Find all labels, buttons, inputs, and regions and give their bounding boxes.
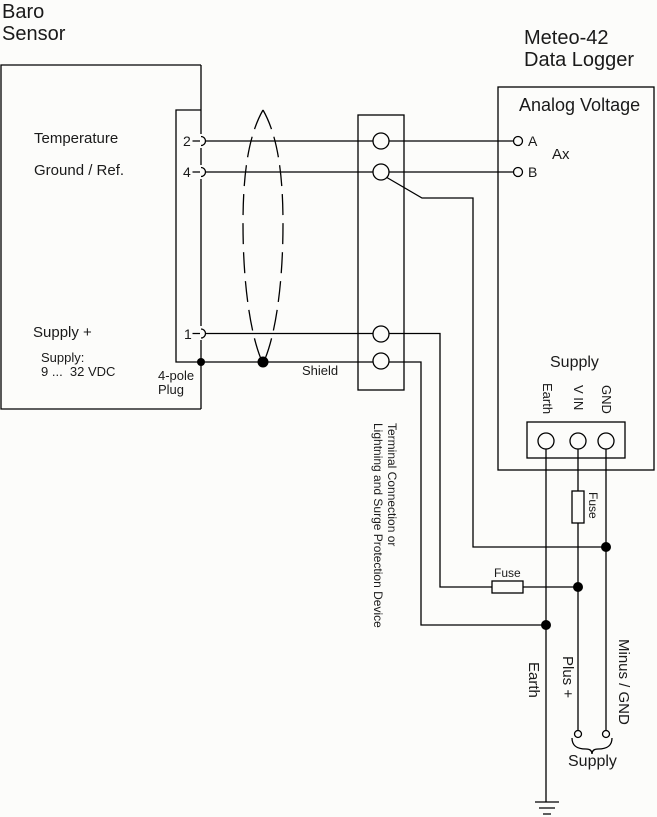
channel-ax-label: Ax — [552, 146, 570, 163]
terminal-b-circle — [512, 166, 524, 178]
supply-gnd-terminal-label: GND — [599, 385, 614, 414]
ground-ref-label: Ground / Ref. — [34, 162, 125, 179]
fuse-vertical-label: Fuse — [586, 492, 600, 519]
protection-box — [357, 114, 405, 391]
wires — [201, 140, 607, 802]
supply-vin-terminal-label: V IN — [571, 385, 586, 411]
plug-label: 4-pole Plug — [158, 368, 195, 397]
logger-box — [497, 86, 655, 471]
fuse-vertical-icon — [571, 490, 585, 524]
terminal-b-label: B — [528, 164, 538, 180]
terminal-circles — [372, 132, 615, 739]
wire-shield-to-earth — [201, 361, 546, 626]
supply-bottom-label: Supply — [568, 753, 617, 770]
temperature-label: Temperature — [34, 130, 119, 147]
pin-4-label: 4 — [183, 164, 191, 180]
wire-ground-to-gnd — [385, 176, 606, 548]
shield-label: Shield — [302, 363, 339, 378]
earth-bottom-label: Earth — [525, 662, 542, 698]
junction-dots — [197, 356, 611, 630]
supply-plus-end-circle — [573, 729, 583, 739]
minus-gnd-bottom-label: Minus / GND — [615, 639, 632, 725]
pin-connector-icons — [192, 135, 207, 339]
supply-earth-circle — [537, 432, 555, 450]
logger-title: Meteo-42 Data Logger — [524, 27, 635, 71]
cable-shield-ellipse — [242, 109, 284, 360]
supply-gnd-circle — [597, 432, 615, 450]
sensor-title: Baro Sensor — [2, 1, 66, 45]
shield-junction-dot — [257, 356, 269, 368]
terminal-a-label: A — [528, 133, 538, 149]
plug-box — [175, 109, 201, 363]
fuse-horizontal-label: Fuse — [494, 566, 521, 580]
fuse-horizontal-icon — [491, 580, 524, 594]
supply-earth-terminal-label: Earth — [540, 383, 555, 415]
plus-bottom-label: Plus + — [559, 656, 576, 699]
analog-voltage-label: Analog Voltage — [519, 95, 641, 115]
supply-brace — [571, 737, 613, 755]
sensor-box — [0, 64, 202, 410]
fuse-icons — [491, 490, 585, 594]
earth-ground-icon — [535, 801, 559, 815]
supply-range-note: Supply: 9 ... 32 VDC — [41, 350, 116, 379]
supply-minus-end-circle — [601, 729, 611, 739]
pin-1-label: 1 — [184, 326, 192, 342]
terminal-a-circle — [512, 135, 524, 147]
logger-supply-terminal-box — [526, 421, 626, 459]
supply-plus-label: Supply + — [33, 324, 92, 341]
supply-vin-circle — [569, 432, 587, 450]
pin-2-label: 2 — [183, 133, 191, 149]
protection-label: Terminal Connection or Lightning and Sur… — [371, 423, 400, 628]
logger-supply-header: Supply — [550, 354, 599, 371]
